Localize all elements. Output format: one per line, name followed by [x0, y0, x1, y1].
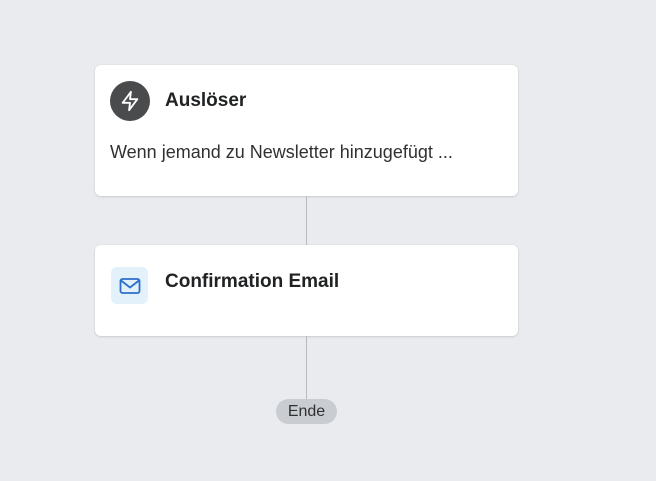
email-step-title: Confirmation Email	[165, 271, 340, 292]
trigger-title: Auslöser	[165, 90, 247, 111]
email-step-card[interactable]: Confirmation Email	[95, 245, 518, 336]
flow-connector	[306, 196, 307, 245]
end-badge: Ende	[276, 399, 337, 424]
trigger-description: Wenn jemand zu Newsletter hinzugefügt ..…	[110, 142, 453, 162]
lightning-bolt-icon	[110, 81, 150, 121]
flow-connector	[306, 336, 307, 400]
trigger-card[interactable]: Auslöser Wenn jemand zu Newsletter hinzu…	[95, 65, 518, 196]
mail-icon	[111, 267, 148, 304]
